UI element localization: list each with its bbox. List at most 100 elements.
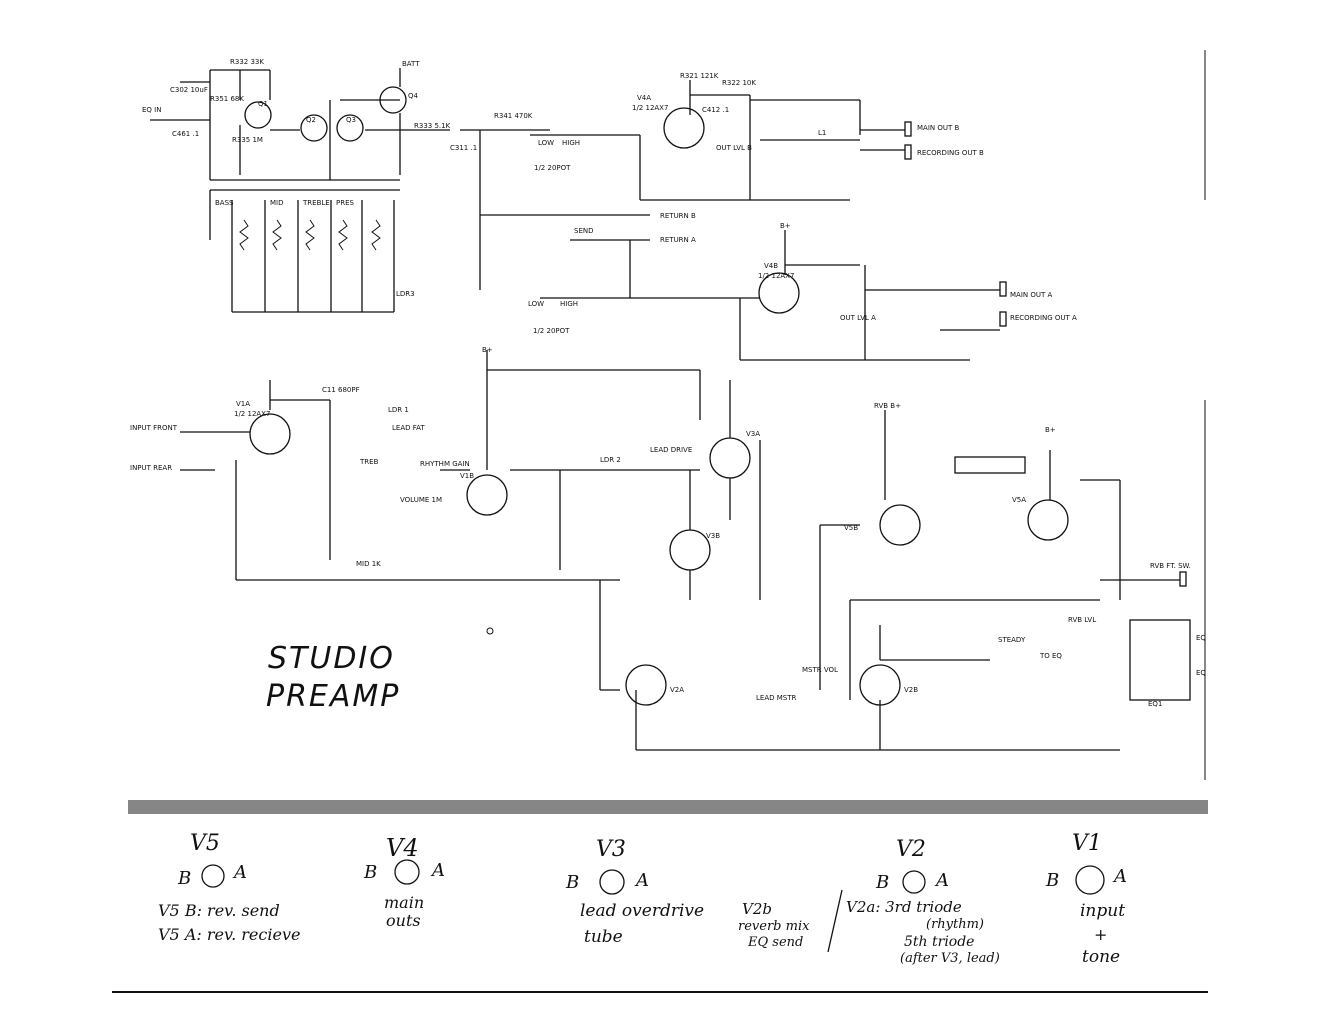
ldr2-label: LDR 2 [600, 456, 621, 464]
c311-label: C311 .1 [450, 144, 477, 152]
tube-key-v1-b: B [1045, 870, 1059, 891]
return-b-label: RETURN B [660, 212, 696, 220]
q1-transistor [244, 101, 272, 129]
rvb-ft-sw-jack [1179, 571, 1187, 587]
tube-key-v4-name: V4 [386, 834, 419, 862]
tube-key-v2b-desc-2: reverb mix [738, 919, 810, 934]
q2-label: Q2 [306, 116, 316, 124]
tube-key-v2: V2 B A V2b reverb mix EQ send V2a: 3rd t… [738, 837, 1000, 966]
v3a-label: V3A [746, 430, 760, 438]
c11-label: C11 680PF [322, 386, 360, 394]
v1a-tube-label: 1/2 12AX7 [234, 410, 270, 418]
tube-key-v5: V5 B A V5 B: rev. send V5 A: rev. reciev… [158, 831, 300, 944]
ldr1-label: LDR 1 [388, 406, 409, 414]
tube-key-v2b-desc-1: V2b [742, 900, 772, 918]
tube-key-v2a-desc-1: V2a: 3rd triode [846, 898, 962, 916]
treb-label: TREB [359, 458, 379, 466]
tube-key-v2b-desc-3: EQ send [747, 935, 803, 950]
main-out-b-label: MAIN OUT B [917, 124, 959, 132]
tube-key-v2a-desc-3: 5th triode [904, 934, 974, 950]
eq-label-2: EQ [1196, 669, 1206, 677]
reverb-and-v2-section: RVB B+ V5B V5A B+ V2A V2B RVB LVL RVB FT… [625, 402, 1206, 751]
bass-label: BASS [215, 199, 234, 207]
r322-label: R322 10K [722, 79, 756, 87]
tube-key-v1-desc-1: input [1080, 901, 1125, 921]
rhythm-gain-label: RHYTHM GAIN [420, 460, 470, 468]
return-a-label: RETURN A [660, 236, 696, 244]
main-out-a-jack [999, 281, 1007, 297]
tube-key-v3-a: A [634, 870, 649, 891]
eq-jacks [1129, 619, 1191, 701]
tube-key-v2-b: B [875, 872, 889, 893]
v4a-tube-label: 1/2 12AX7 [632, 104, 668, 112]
ldr3-label: LDR3 [396, 290, 415, 298]
bplus-label-v4b: B+ [780, 222, 791, 230]
tube-key-v1: V1 B A input + tone [1045, 831, 1127, 967]
v2b-tube [859, 664, 901, 706]
presence-label: PRES [336, 199, 355, 207]
send-label: SEND [574, 227, 594, 235]
q2-transistor [300, 114, 328, 142]
input-front-label: INPUT FRONT [130, 424, 178, 432]
v2a-tube [625, 664, 667, 706]
recording-out-b-label: RECORDING OUT B [917, 149, 984, 157]
tube-key-v5-socket [201, 864, 225, 888]
tube-key-v2a-desc-2: (rhythm) [926, 917, 984, 932]
title-line-1: STUDIO [268, 641, 395, 676]
tube-key-v2-a: A [934, 870, 949, 891]
batt-label: BATT [402, 60, 420, 68]
mstr-vol-label: MSTR VOL [802, 666, 838, 674]
tube-key-v1-a: A [1112, 866, 1127, 887]
v4a-tube [663, 107, 705, 149]
tube-key-v3-desc-1: lead overdrive [580, 901, 704, 921]
v3b-label: V3B [706, 532, 720, 540]
r335-label: R335 1M [232, 136, 263, 144]
tube-key-v5-a: A [232, 862, 247, 883]
v5a-label: V5A [1012, 496, 1026, 504]
eq-transistor-section: EQ IN C302 10uF R332 33K R351 68K Q1 C46… [142, 58, 550, 313]
c461-label: C461 .1 [172, 130, 199, 138]
eq-label-1: EQ [1196, 634, 1206, 642]
out-lvl-a-label: OUT LVL A [840, 314, 876, 322]
tube-key-v3: V3 B A lead overdrive tube [565, 837, 704, 947]
tube-key: V5 B A V5 B: rev. send V5 A: rev. reciev… [158, 831, 1127, 967]
reverb-tank [954, 456, 1026, 474]
rvb-ft-sw-label: RVB FT. SW. [1150, 562, 1191, 570]
low-label-bottom: LOW [528, 300, 544, 308]
tube-key-v4: V4 B A main outs [363, 834, 445, 930]
tube-key-v1-name: V1 [1072, 831, 1102, 856]
main-out-a-label: MAIN OUT A [1010, 291, 1052, 299]
scan-noise-strip [128, 800, 1208, 814]
v4b-tube [758, 272, 800, 314]
tube-key-v2-name: V2 [896, 837, 926, 862]
v4a-output-stage: R341 470K C311 .1 V4A 1/2 12AX7 R321 121… [450, 72, 984, 290]
rvb-lvl-label: RVB LVL [1068, 616, 1096, 624]
registration-mark [486, 627, 494, 635]
tube-key-v4-desc-2: outs [386, 911, 421, 930]
v4b-tube-label: 1/2 12AX7 [758, 272, 794, 280]
bplus-label-v5a: B+ [1045, 426, 1056, 434]
out-lvl-b-label: OUT LVL B [716, 144, 752, 152]
main-out-b-jack [904, 121, 912, 137]
preamp-main-section: INPUT FRONT INPUT REAR V1A 1/2 12AX7 C11… [130, 346, 761, 691]
lead-mstr-label: LEAD MSTR [756, 694, 796, 702]
tube-key-v1-socket [1075, 865, 1105, 895]
lead-fat-label: LEAD FAT [392, 424, 425, 432]
tube-key-v3-name: V3 [596, 837, 626, 862]
tube-key-v4-desc-1: main [384, 893, 424, 912]
title-line-2: PREAMP [266, 679, 400, 714]
v2b-label: V2B [904, 686, 918, 694]
tube-key-v4-b: B [363, 862, 377, 883]
lead-drive-label: LEAD DRIVE [650, 446, 692, 454]
tube-key-v3-desc-2: tube [584, 927, 623, 947]
r321-label: R321 121K [680, 72, 719, 80]
c302-label: C302 10uF [170, 86, 208, 94]
half-20pot-label-top: 1/2 20POT [534, 164, 571, 172]
r332-label: R332 33K [230, 58, 264, 66]
v2a-label: V2A [670, 686, 684, 694]
v5a-tube [1027, 499, 1069, 541]
tube-key-v3-socket [599, 869, 625, 895]
r333-label: R333 5.1K [414, 122, 451, 130]
tube-key-v5-desc-1: V5 B: rev. send [158, 901, 280, 920]
treble-label: TREBLE [302, 199, 330, 207]
